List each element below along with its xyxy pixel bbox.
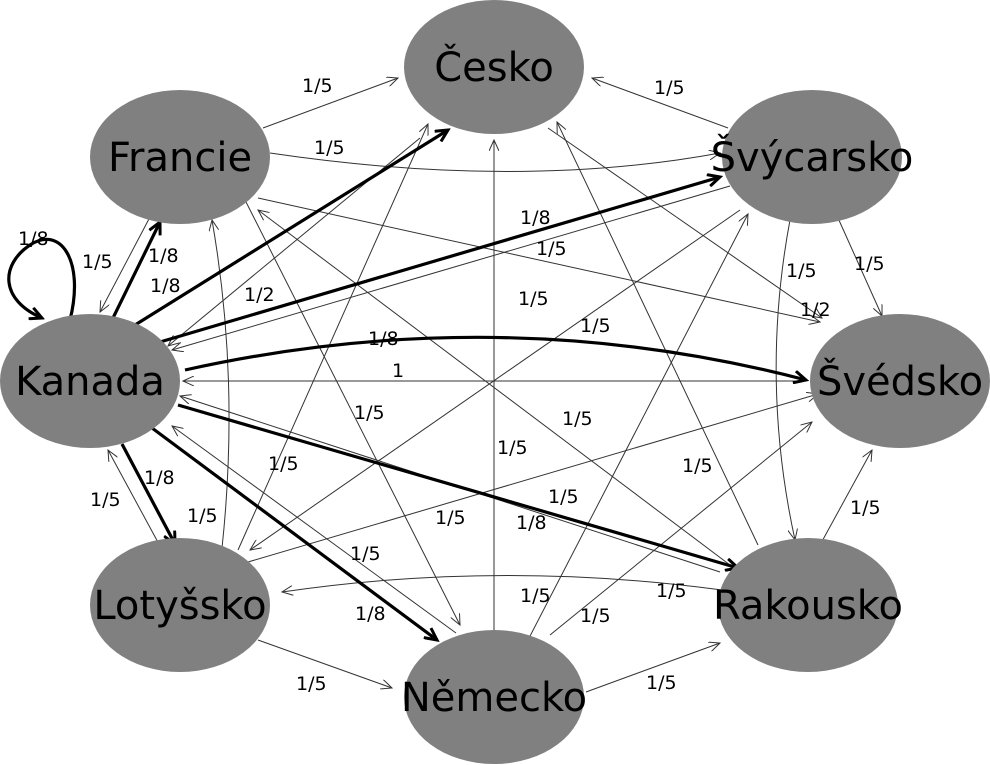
edge-svycarsko-lotyssko: [250, 209, 741, 550]
node-svycarsko-shape: [722, 90, 902, 224]
label-nemecko-svedsko: 1/5: [580, 605, 611, 627]
node-svycarsko-label: Švýcarsko: [711, 133, 914, 181]
label-nemecko-rakousko: 1/5: [646, 672, 677, 694]
edge-lotyssko-kanada: [108, 450, 161, 547]
label-francie-nemecko: 1/5: [354, 402, 385, 424]
label-svycarsko-cesko: 1/5: [654, 77, 685, 99]
label-kanada-rakousko: 1/8: [516, 512, 547, 534]
label-francie-svycarsko: 1/5: [314, 137, 345, 159]
edge-nemecko-rakousko: [585, 643, 720, 693]
edge-rakousko-svedsko: [819, 450, 872, 546]
edge-nemecko-svycarsko: [527, 214, 748, 641]
edge-kanada-francie: [110, 222, 160, 321]
edge-cesko-svedsko: [547, 127, 822, 318]
edge-lotyssko-cesko: [237, 124, 428, 551]
edge-svycarsko-svedsko: [837, 217, 882, 316]
node-rakousko-label: Rakousko: [713, 583, 903, 629]
edge-nemecko-svedsko: [549, 422, 812, 636]
edge-francie-cesko: [262, 78, 398, 129]
label-lotyssko-nemecko: 1/5: [296, 673, 327, 695]
label-svycarsko-rakousko: 1/5: [786, 260, 817, 282]
node-lotyssko[interactable]: Lotyšsko: [90, 538, 270, 672]
label-kanada-svedsko: 1/8: [368, 328, 399, 350]
label-svedsko-kanada: 1: [392, 360, 404, 382]
label-lotyssko-francie: 1/5: [187, 505, 218, 527]
label-rakousko-francie: 1/5: [562, 408, 593, 430]
node-svedsko-shape: [810, 314, 990, 448]
label-svycarsko-lotyssko: 1/5: [580, 315, 611, 337]
edges-thick: [7, 130, 806, 640]
edge-kanada-lotyssko: [120, 443, 175, 544]
label-rakousko-kanada: 1/5: [548, 486, 579, 508]
edge-nemecko-kanada: [172, 426, 457, 634]
node-svedsko[interactable]: Švédsko: [810, 314, 990, 448]
edge-francie-svedsko: [257, 197, 820, 322]
edge-kanada-svycarsko: [159, 177, 720, 344]
edge-svycarsko-kanada: [172, 185, 731, 350]
node-cesko[interactable]: Česko: [404, 0, 584, 134]
label-nemecko-cesko: 1/5: [497, 437, 528, 459]
edge-svycarsko-cesko: [592, 78, 729, 129]
edge-rakousko-lotyssko: [282, 575, 723, 592]
label-nemecko-kanada: 1/5: [350, 543, 381, 565]
label-rakousko-lotyssko: 1/5: [656, 580, 687, 602]
node-svycarsko[interactable]: Švýcarsko: [711, 90, 914, 224]
node-svedsko-label: Švédsko: [817, 357, 983, 405]
label-kanada-cesko: 1/8: [150, 275, 181, 297]
label-lotyssko-kanada: 1/5: [90, 489, 121, 511]
node-kanada-shape: [0, 314, 180, 448]
node-nemecko[interactable]: Německo: [401, 630, 587, 764]
label-cesko-kanada: 1/2: [244, 284, 275, 306]
edge-francie-kanada: [100, 216, 151, 312]
node-rakousko-shape: [718, 538, 898, 672]
label-kanada-francie: 1/8: [148, 245, 179, 267]
node-rakousko[interactable]: Rakousko: [713, 538, 903, 672]
node-kanada-label: Kanada: [15, 359, 165, 405]
edge-kanada-nemecko: [151, 426, 437, 640]
node-francie[interactable]: Francie: [90, 90, 270, 224]
node-cesko-label: Česko: [434, 43, 554, 91]
edge-lotyssko-svedsko: [247, 394, 818, 563]
edge-rakousko-cesko: [557, 122, 759, 546]
edge-kanada-svedsko: [184, 335, 806, 380]
label-rakousko-cesko: 1/5: [682, 455, 713, 477]
edge-kanada-cesko: [134, 130, 448, 327]
label-cesko-svedsko: 1/2: [800, 299, 831, 321]
label-kanada-nemecko: 1/8: [355, 603, 386, 625]
node-lotyssko-shape: [90, 538, 270, 672]
label-francie-cesko: 1/5: [302, 75, 333, 97]
edge-francie-nemecko: [244, 199, 460, 625]
node-kanada[interactable]: Kanada: [0, 314, 180, 448]
node-nemecko-label: Německo: [401, 675, 587, 721]
label-kanada-kanada: 1/8: [18, 228, 49, 250]
node-lotyssko-label: Lotyšsko: [93, 583, 266, 629]
label-lotyssko-svedsko: 1/5: [435, 507, 466, 529]
node-cesko-shape: [404, 0, 584, 134]
node-francie-shape: [90, 90, 270, 224]
node-nemecko-shape: [404, 630, 584, 764]
node-francie-label: Francie: [108, 135, 252, 181]
label-lotyssko-cesko: 1/5: [268, 453, 299, 475]
edge-lotyssko-nemecko: [257, 639, 392, 688]
edge-kanada-rakousko: [177, 403, 738, 568]
edge-labels: 1/5 1/5 1/5 1/5 1/5 1/5 1/5 1/5 1/5 1/5 …: [18, 75, 885, 695]
label-kanada-svycarsko: 1/8: [520, 207, 551, 229]
label-rakousko-svedsko: 1/5: [850, 497, 881, 519]
edge-svycarsko-rakousko: [775, 219, 795, 540]
label-svycarsko-kanada: 1/5: [536, 238, 567, 260]
label-nemecko-svycarsko: 1/5: [520, 585, 551, 607]
label-francie-kanada: 1/5: [82, 251, 113, 273]
label-francie-svedsko: 1/5: [518, 288, 549, 310]
label-kanada-lotyssko: 1/8: [144, 467, 175, 489]
edge-francie-svycarsko: [269, 153, 720, 172]
label-svycarsko-svedsko: 1/5: [854, 253, 885, 275]
edge-kanada-kanada: [7, 237, 76, 321]
edge-lotyssko-francie: [212, 220, 230, 549]
